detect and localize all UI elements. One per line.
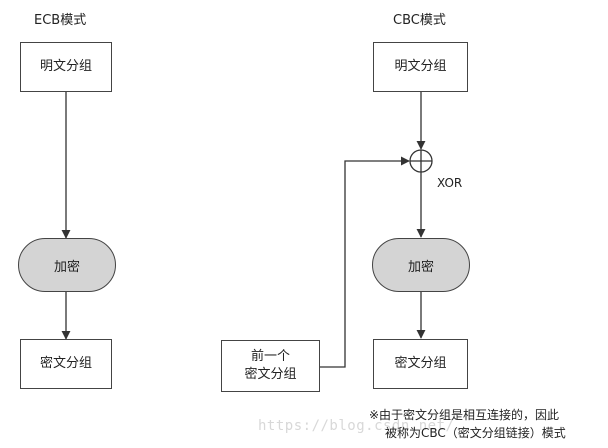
cbc-title: CBC模式 xyxy=(393,13,446,28)
ecb-encrypt-node: 加密 xyxy=(18,238,116,292)
ecb-plaintext-block: 明文分组 xyxy=(20,42,112,92)
watermark: https://blog.csdn.net/... xyxy=(258,418,482,434)
previous-ciphertext-line1: 前一个 xyxy=(250,349,290,364)
cbc-footnote: ※由于密文分组是相互连接的，因此 被称为CBC（密文分组链接）模式 xyxy=(369,406,566,442)
cbc-ciphertext-block: 密文分组 xyxy=(373,339,468,389)
cbc-plaintext-block: 明文分组 xyxy=(373,42,468,92)
cbc-previous-ciphertext-block: 前一个 密文分组 xyxy=(221,340,320,392)
ecb-ciphertext-block: 密文分组 xyxy=(20,339,112,389)
ecb-title: ECB模式 xyxy=(34,13,87,28)
footnote-line1: ※由于密文分组是相互连接的，因此 xyxy=(369,408,560,422)
previous-ciphertext-line2: 密文分组 xyxy=(244,367,297,382)
cbc-encrypt-node: 加密 xyxy=(372,238,470,292)
footnote-line2: 被称为CBC（密文分组链接）模式 xyxy=(385,426,566,440)
xor-label: XOR xyxy=(437,176,463,190)
cbc-arrow-previous-to-xor xyxy=(320,156,410,368)
xor-symbol xyxy=(409,149,433,173)
